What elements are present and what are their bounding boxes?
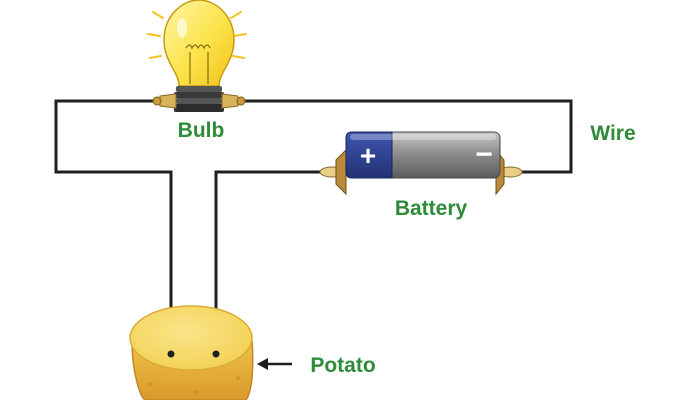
electrode-left bbox=[167, 350, 175, 358]
wires bbox=[54, 99, 573, 353]
light-bulb-icon bbox=[147, 0, 247, 112]
wire-top-right bbox=[242, 99, 573, 174]
potato-icon bbox=[129, 305, 254, 400]
battery-icon: + − bbox=[319, 131, 523, 196]
bulb-highlight bbox=[177, 18, 187, 38]
bulb-socket bbox=[152, 86, 246, 112]
battery-label: Battery bbox=[395, 197, 468, 220]
battery-top-highlight bbox=[350, 134, 496, 140]
wire-top-left bbox=[54, 99, 173, 353]
left-arrow-icon bbox=[257, 358, 292, 370]
bulb-glow-rays bbox=[147, 11, 247, 59]
battery-body-positive bbox=[345, 131, 393, 179]
wire-label: Wire bbox=[590, 122, 635, 145]
potato-spots bbox=[147, 376, 241, 394]
battery-positive-sign: + bbox=[360, 140, 376, 171]
electrode-right bbox=[212, 350, 220, 358]
battery-clip-left bbox=[319, 148, 347, 196]
battery-negative-sign: − bbox=[475, 138, 493, 171]
wire-battery-to-potato bbox=[214, 170, 330, 353]
potato-cut-top bbox=[129, 305, 253, 371]
potato-label: Potato bbox=[310, 354, 375, 377]
bulb-label: Bulb bbox=[178, 119, 225, 142]
bulb-glass bbox=[163, 0, 235, 87]
bulb-filament bbox=[185, 44, 211, 84]
